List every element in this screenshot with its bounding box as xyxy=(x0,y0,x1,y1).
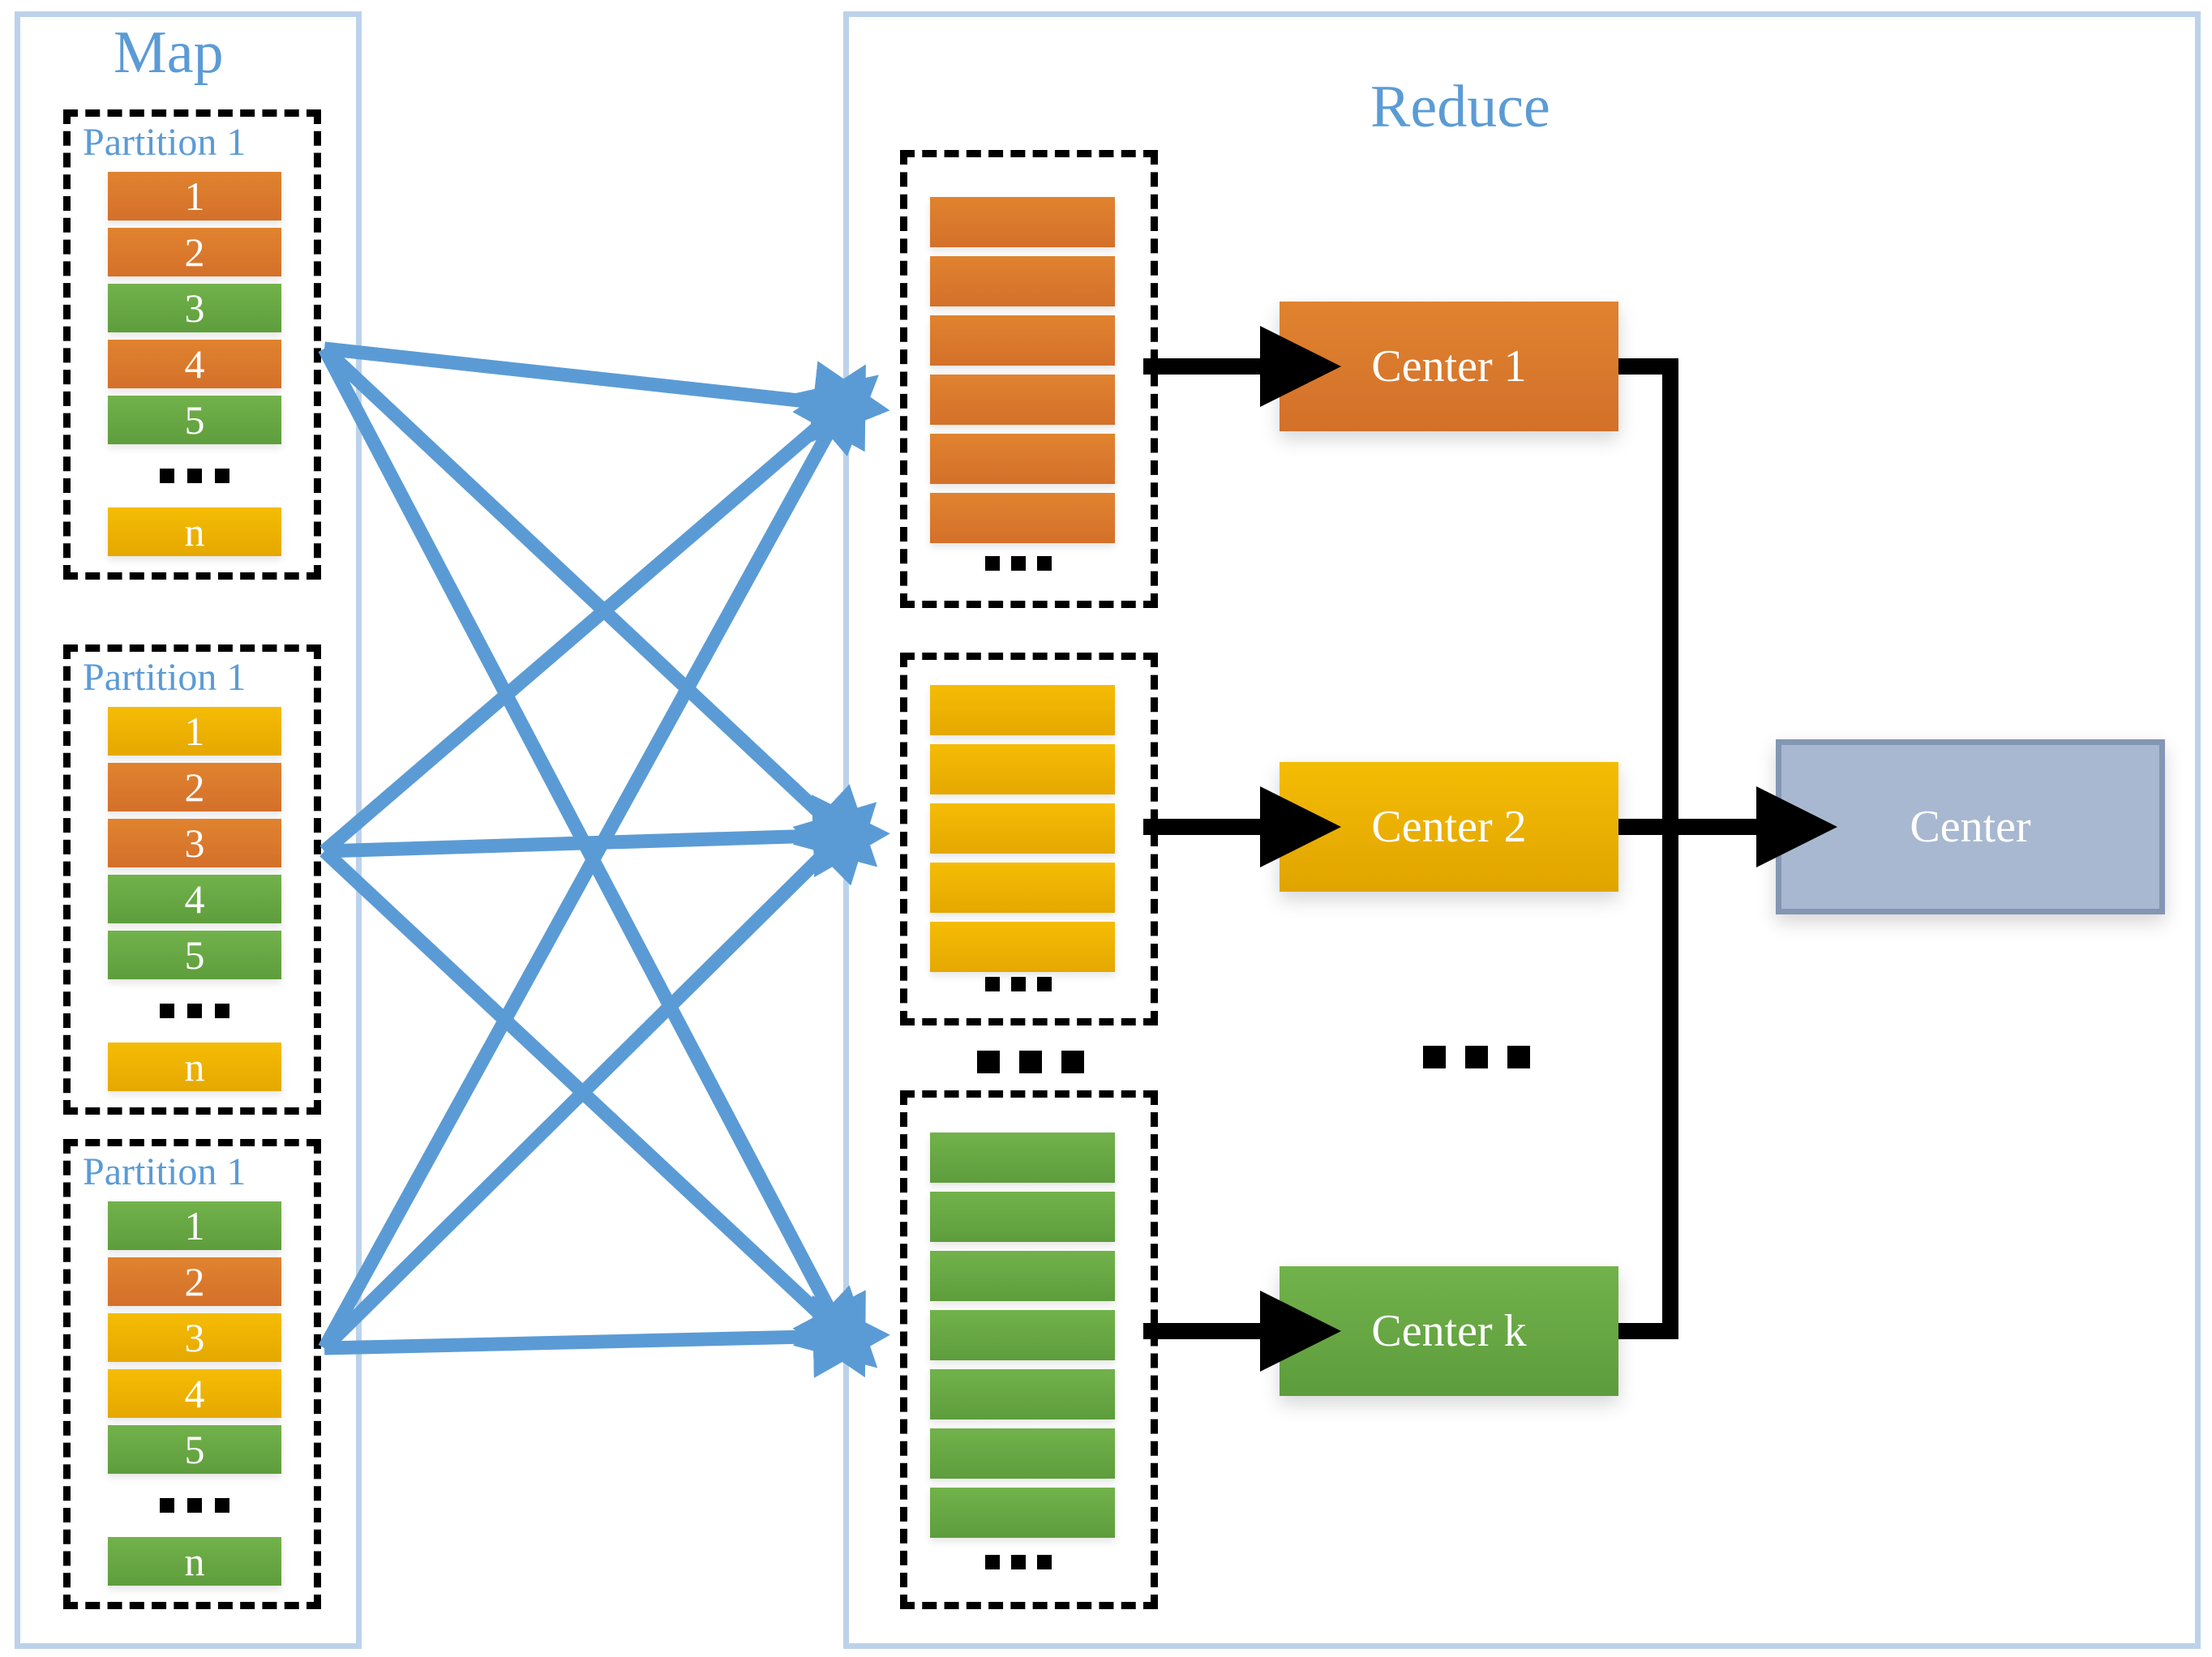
reduce-stack-yellow-cells xyxy=(930,685,1115,981)
reduce-stack-yellow-ellipsis xyxy=(985,977,1052,991)
reduce-cell xyxy=(930,1369,1115,1419)
map-cell: 5 xyxy=(108,396,281,444)
reduce-stack-orange-cells xyxy=(930,197,1115,552)
map-cell: 4 xyxy=(108,875,281,923)
reduce-cell xyxy=(930,1132,1115,1183)
map-partition-3 xyxy=(63,1139,321,1609)
map-title: Map xyxy=(114,19,224,86)
reduce-cell xyxy=(930,1251,1115,1301)
reduce-cell xyxy=(930,1192,1115,1242)
map-partition-1-cells: 1 2 3 4 5 n xyxy=(108,172,281,563)
reduce-cell xyxy=(930,493,1115,543)
map-cell: 4 xyxy=(108,1369,281,1418)
center-box-k[interactable]: Center k xyxy=(1280,1266,1618,1396)
reduce-cell xyxy=(930,1488,1115,1538)
map-cell: n xyxy=(108,507,281,556)
map-cell: 2 xyxy=(108,763,281,811)
reduce-cell xyxy=(930,685,1115,735)
map-partition-3-cells: 1 2 3 4 5 n xyxy=(108,1201,281,1593)
reduce-stack-green-cells xyxy=(930,1132,1115,1547)
center-box-2[interactable]: Center 2 xyxy=(1280,762,1618,892)
reduce-stack-yellow xyxy=(900,653,1158,1025)
map-partition-3-label: Partition 1 xyxy=(83,1150,246,1193)
map-cell: 1 xyxy=(108,1201,281,1250)
map-cell: 1 xyxy=(108,172,281,221)
reduce-cell xyxy=(930,1310,1115,1360)
final-center-box[interactable]: Center xyxy=(1776,739,2165,914)
reduce-cell xyxy=(930,315,1115,366)
map-cell-ellipsis xyxy=(108,1481,281,1530)
center-box-1[interactable]: Center 1 xyxy=(1280,302,1618,431)
reduce-title: Reduce xyxy=(1370,74,1550,140)
map-cell: 2 xyxy=(108,1257,281,1306)
connector-p2-s1 xyxy=(319,375,879,857)
reduce-stack-orange xyxy=(900,150,1158,608)
reduce-cell xyxy=(930,256,1115,306)
map-partition-2-cells: 1 2 3 4 5 n xyxy=(108,707,281,1098)
map-cell-ellipsis xyxy=(108,987,281,1035)
map-cell: 1 xyxy=(108,707,281,756)
connector-p2-s2 xyxy=(324,794,890,878)
map-cell: 4 xyxy=(108,340,281,388)
connector-p1-s2 xyxy=(319,343,878,867)
reduce-stack-orange-ellipsis xyxy=(985,556,1052,571)
map-cell-ellipsis xyxy=(108,452,281,500)
reduce-cell xyxy=(930,434,1115,484)
connector-p3-s1 xyxy=(318,364,866,1352)
reduce-stacks-ellipsis xyxy=(977,1051,1084,1073)
connector-p1-s1 xyxy=(324,341,890,443)
reduce-cell xyxy=(930,1428,1115,1479)
reduce-cell xyxy=(930,375,1115,425)
connector-p3-s2 xyxy=(319,802,877,1354)
reduce-cell xyxy=(930,922,1115,972)
reduce-cell xyxy=(930,197,1115,247)
map-partition-2-label: Partition 1 xyxy=(83,656,246,699)
map-to-reduce-connectors xyxy=(318,341,890,1378)
map-partition-2 xyxy=(63,644,321,1115)
map-partition-1-label: Partition 1 xyxy=(83,121,246,164)
connector-p2-s3 xyxy=(319,846,878,1368)
map-cell: 5 xyxy=(108,1425,281,1474)
reduce-cell xyxy=(930,803,1115,854)
reduce-cell xyxy=(930,863,1115,913)
centers-ellipsis xyxy=(1423,1046,1530,1068)
map-cell: 3 xyxy=(108,819,281,867)
reduce-cell xyxy=(930,744,1115,794)
map-cell: 2 xyxy=(108,228,281,276)
map-cell: 5 xyxy=(108,931,281,979)
reduce-stack-green xyxy=(900,1090,1158,1609)
connector-p3-s3 xyxy=(324,1295,890,1378)
reduce-stack-green-ellipsis xyxy=(985,1555,1052,1569)
map-cell: 3 xyxy=(108,1313,281,1362)
map-cell: n xyxy=(108,1043,281,1091)
map-cell: n xyxy=(108,1537,281,1586)
connector-p1-s3 xyxy=(318,345,866,1378)
map-partition-1 xyxy=(63,109,321,580)
map-cell: 3 xyxy=(108,284,281,332)
